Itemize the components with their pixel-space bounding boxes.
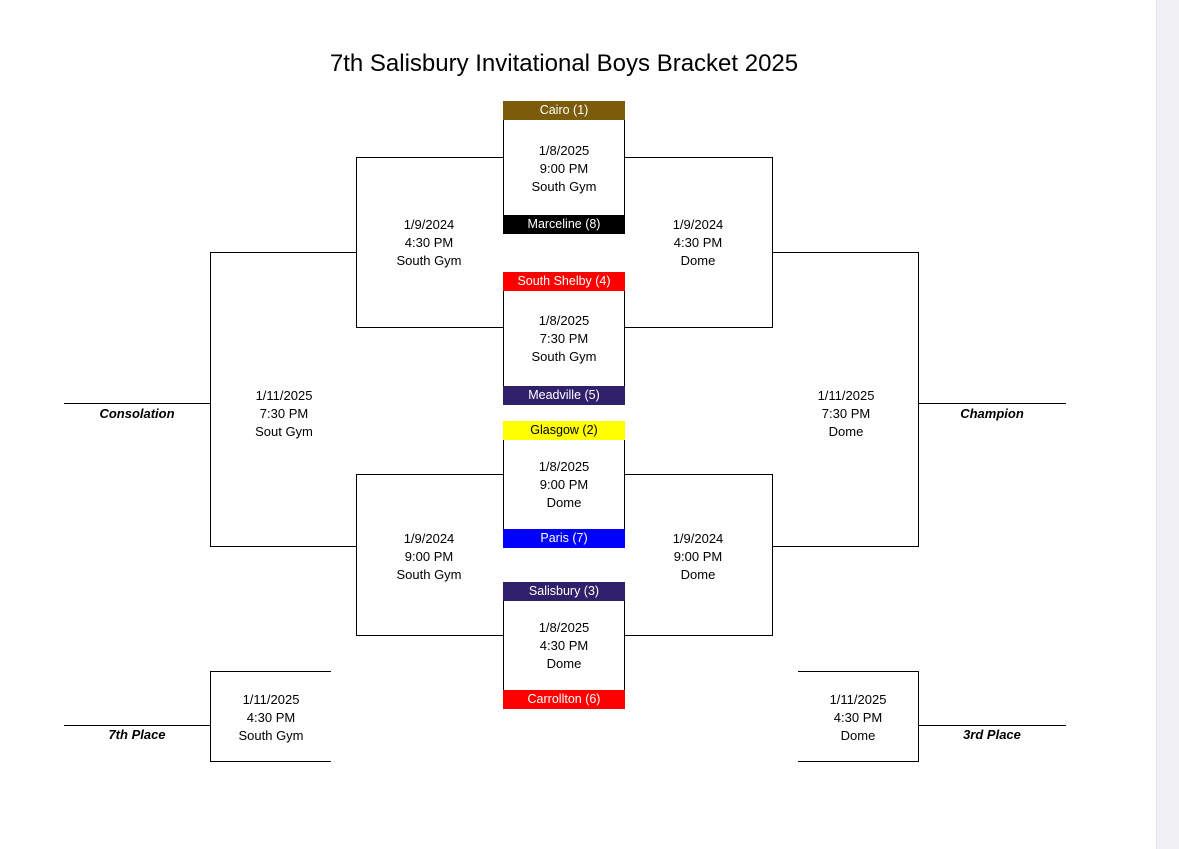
game-site: Dome — [828, 424, 864, 439]
team-marceline: Marceline (8) — [503, 215, 625, 234]
game-time: 4:30 PM — [673, 235, 723, 250]
game-date: 1/9/2024 — [403, 217, 455, 232]
game-info-4: 1/8/2025 4:30 PM Dome — [503, 619, 625, 673]
game-time: 7:30 PM — [259, 406, 309, 421]
game-date: 1/8/2025 — [538, 459, 590, 474]
game-info-3: 1/8/2025 9:00 PM Dome — [503, 458, 625, 512]
game-info-1: 1/8/2025 9:00 PM South Gym — [503, 142, 625, 196]
game-site: South Gym — [396, 567, 462, 582]
game-box-3 — [503, 440, 625, 529]
bracket-line — [772, 546, 919, 548]
game-site: South Gym — [531, 349, 597, 364]
game-box-2 — [503, 291, 625, 386]
game-info-semi-right-bottom: 1/9/2024 9:00 PM Dome — [638, 530, 758, 584]
game-site: Dome — [680, 253, 716, 268]
game-time: 9:00 PM — [539, 161, 589, 176]
bracket-line — [918, 725, 1066, 727]
game-info-semi-left-bottom: 1/9/2024 9:00 PM South Gym — [369, 530, 489, 584]
bracket-line — [64, 725, 211, 727]
game-info-semi-left-top: 1/9/2024 4:30 PM South Gym — [369, 216, 489, 270]
game-time: 4:30 PM — [833, 710, 883, 725]
game-time: 9:00 PM — [673, 549, 723, 564]
bracket-line — [772, 474, 774, 636]
bracket-line — [210, 252, 357, 254]
game-site: South Gym — [238, 728, 304, 743]
bracket-line — [798, 761, 919, 763]
vertical-scrollbar[interactable] — [1156, 0, 1179, 849]
team-cairo: Cairo (1) — [503, 101, 625, 120]
bracket-line — [625, 327, 772, 329]
bracket-line — [772, 252, 919, 254]
game-site: Dome — [546, 495, 582, 510]
team-salisbury: Salisbury (3) — [503, 582, 625, 601]
team-carrollton: Carrollton (6) — [503, 690, 625, 709]
bracket-line — [210, 761, 331, 763]
game-date: 1/8/2025 — [538, 143, 590, 158]
game-site: South Gym — [396, 253, 462, 268]
game-info-championship: 1/11/2025 7:30 PM Dome — [786, 387, 906, 441]
page-title: 7th Salisbury Invitational Boys Bracket … — [329, 50, 799, 77]
game-time: 9:00 PM — [539, 477, 589, 492]
game-site: South Gym — [531, 179, 597, 194]
game-date: 1/8/2025 — [538, 620, 590, 635]
game-box-1 — [503, 120, 625, 215]
bracket-line — [210, 671, 331, 673]
game-time: 7:30 PM — [539, 331, 589, 346]
bracket-line — [356, 474, 358, 636]
bracket-line — [918, 403, 1066, 405]
bracket-line — [918, 252, 920, 547]
game-date: 1/11/2025 — [255, 388, 313, 403]
game-date: 1/11/2025 — [817, 388, 875, 403]
game-time: 9:00 PM — [404, 549, 454, 564]
game-info-third: 1/11/2025 4:30 PM Dome — [798, 691, 918, 745]
team-paris: Paris (7) — [503, 529, 625, 548]
bracket-line — [918, 671, 920, 762]
bracket-line — [356, 635, 503, 637]
bracket-line — [625, 157, 772, 159]
game-info-consolation: 1/11/2025 7:30 PM Sout Gym — [224, 387, 344, 441]
game-info-seventh: 1/11/2025 4:30 PM South Gym — [211, 691, 331, 745]
place-third: 3rd Place — [963, 727, 1021, 742]
game-date: 1/9/2024 — [672, 217, 724, 232]
game-box-4 — [503, 601, 625, 690]
team-glasgow: Glasgow (2) — [503, 421, 625, 440]
bracket-line — [356, 327, 503, 329]
game-site: Dome — [546, 656, 582, 671]
bracket-line — [356, 157, 503, 159]
bracket-line — [356, 474, 503, 476]
place-seventh: 7th Place — [108, 727, 166, 742]
game-info-semi-right-top: 1/9/2024 4:30 PM Dome — [638, 216, 758, 270]
bracket-line — [625, 474, 772, 476]
bracket-line — [356, 157, 358, 328]
bracket-line — [210, 671, 212, 762]
place-consolation: Consolation — [99, 406, 175, 421]
bracket-line — [625, 635, 772, 637]
game-date: 1/11/2025 — [829, 692, 887, 707]
team-meadville: Meadville (5) — [503, 386, 625, 405]
game-site: Dome — [680, 567, 716, 582]
game-date: 1/9/2024 — [403, 531, 455, 546]
bracket-line — [64, 403, 211, 405]
bracket-line — [210, 252, 212, 547]
bracket-line — [210, 546, 357, 548]
team-south-shelby: South Shelby (4) — [503, 272, 625, 291]
game-date: 1/9/2024 — [672, 531, 724, 546]
game-date: 1/8/2025 — [538, 313, 590, 328]
bracket-line — [772, 157, 774, 328]
game-date: 1/11/2025 — [242, 692, 300, 707]
place-champion: Champion — [960, 406, 1024, 421]
game-time: 4:30 PM — [404, 235, 454, 250]
game-site: Dome — [840, 728, 876, 743]
game-time: 4:30 PM — [539, 638, 589, 653]
game-info-2: 1/8/2025 7:30 PM South Gym — [503, 312, 625, 366]
bracket-line — [798, 671, 919, 673]
game-time: 4:30 PM — [246, 710, 296, 725]
game-time: 7:30 PM — [821, 406, 871, 421]
game-site: Sout Gym — [255, 424, 313, 439]
